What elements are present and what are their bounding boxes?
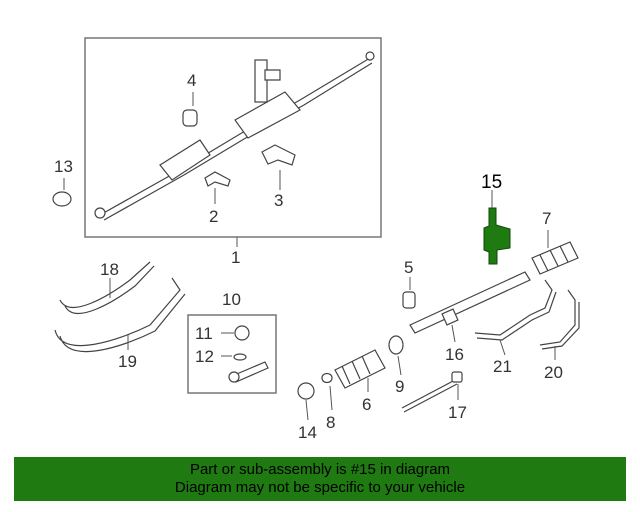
callout-8: 8: [326, 413, 335, 432]
part-2-bracket: [204, 171, 231, 187]
part-5-bushing: [402, 291, 416, 309]
callout-10: 10: [222, 290, 241, 309]
highlight-banner: Part or sub-assembly is #15 in diagram D…: [14, 457, 626, 501]
part-8-clamp: [321, 372, 333, 384]
callout-2: 2: [209, 207, 218, 226]
part-17-tie-rod: [401, 379, 458, 413]
part-12-pin: [233, 353, 247, 361]
callout-1: 1: [231, 248, 240, 267]
callout-19: 19: [118, 352, 137, 371]
part-11-nut: [234, 325, 250, 341]
part-13-cap: [52, 191, 72, 207]
callout-12: 12: [195, 347, 214, 366]
banner-line-1: Part or sub-assembly is #15 in diagram: [189, 461, 451, 478]
part-14-cap: [297, 382, 315, 400]
callout-3: 3: [274, 191, 283, 210]
part-15-highlighted: [483, 207, 511, 265]
parts-diagram: 1 2 3 4 5 6 7 8 9 10 11 12 13 14 15 16 1…: [52, 37, 580, 442]
part-4-bushing: [182, 109, 198, 127]
part-3-bracket: [261, 144, 296, 166]
leader-lines: [63, 92, 556, 421]
callout-16: 16: [445, 345, 464, 364]
callout-9: 9: [395, 377, 404, 396]
callout-11: 11: [195, 324, 213, 343]
callout-7: 7: [542, 209, 551, 228]
callout-17: 17: [448, 403, 467, 422]
part-16-rack: [409, 271, 531, 334]
callout-20: 20: [544, 363, 563, 382]
kit-box: [187, 314, 277, 394]
part-19-line: [54, 277, 186, 353]
assembly-box: [84, 37, 382, 238]
callout-5: 5: [404, 258, 413, 277]
callout-21: 21: [493, 357, 512, 376]
callout-13: 13: [54, 157, 73, 176]
callout-18: 18: [100, 260, 119, 279]
callout-6: 6: [362, 395, 371, 414]
rack-and-pinion-assembly: [94, 51, 375, 221]
part-7-boot: [531, 241, 579, 275]
callout-15: 15: [481, 172, 502, 193]
callout-14: 14: [298, 423, 317, 442]
part-20-line: [539, 289, 580, 350]
part-9-clamp: [388, 335, 404, 355]
part-6-boot: [334, 349, 386, 389]
part-18-line: [59, 261, 155, 314]
part-21-line: [474, 279, 557, 341]
callout-4: 4: [187, 71, 196, 90]
banner-line-2: Diagram may not be specific to your vehi…: [174, 479, 466, 496]
